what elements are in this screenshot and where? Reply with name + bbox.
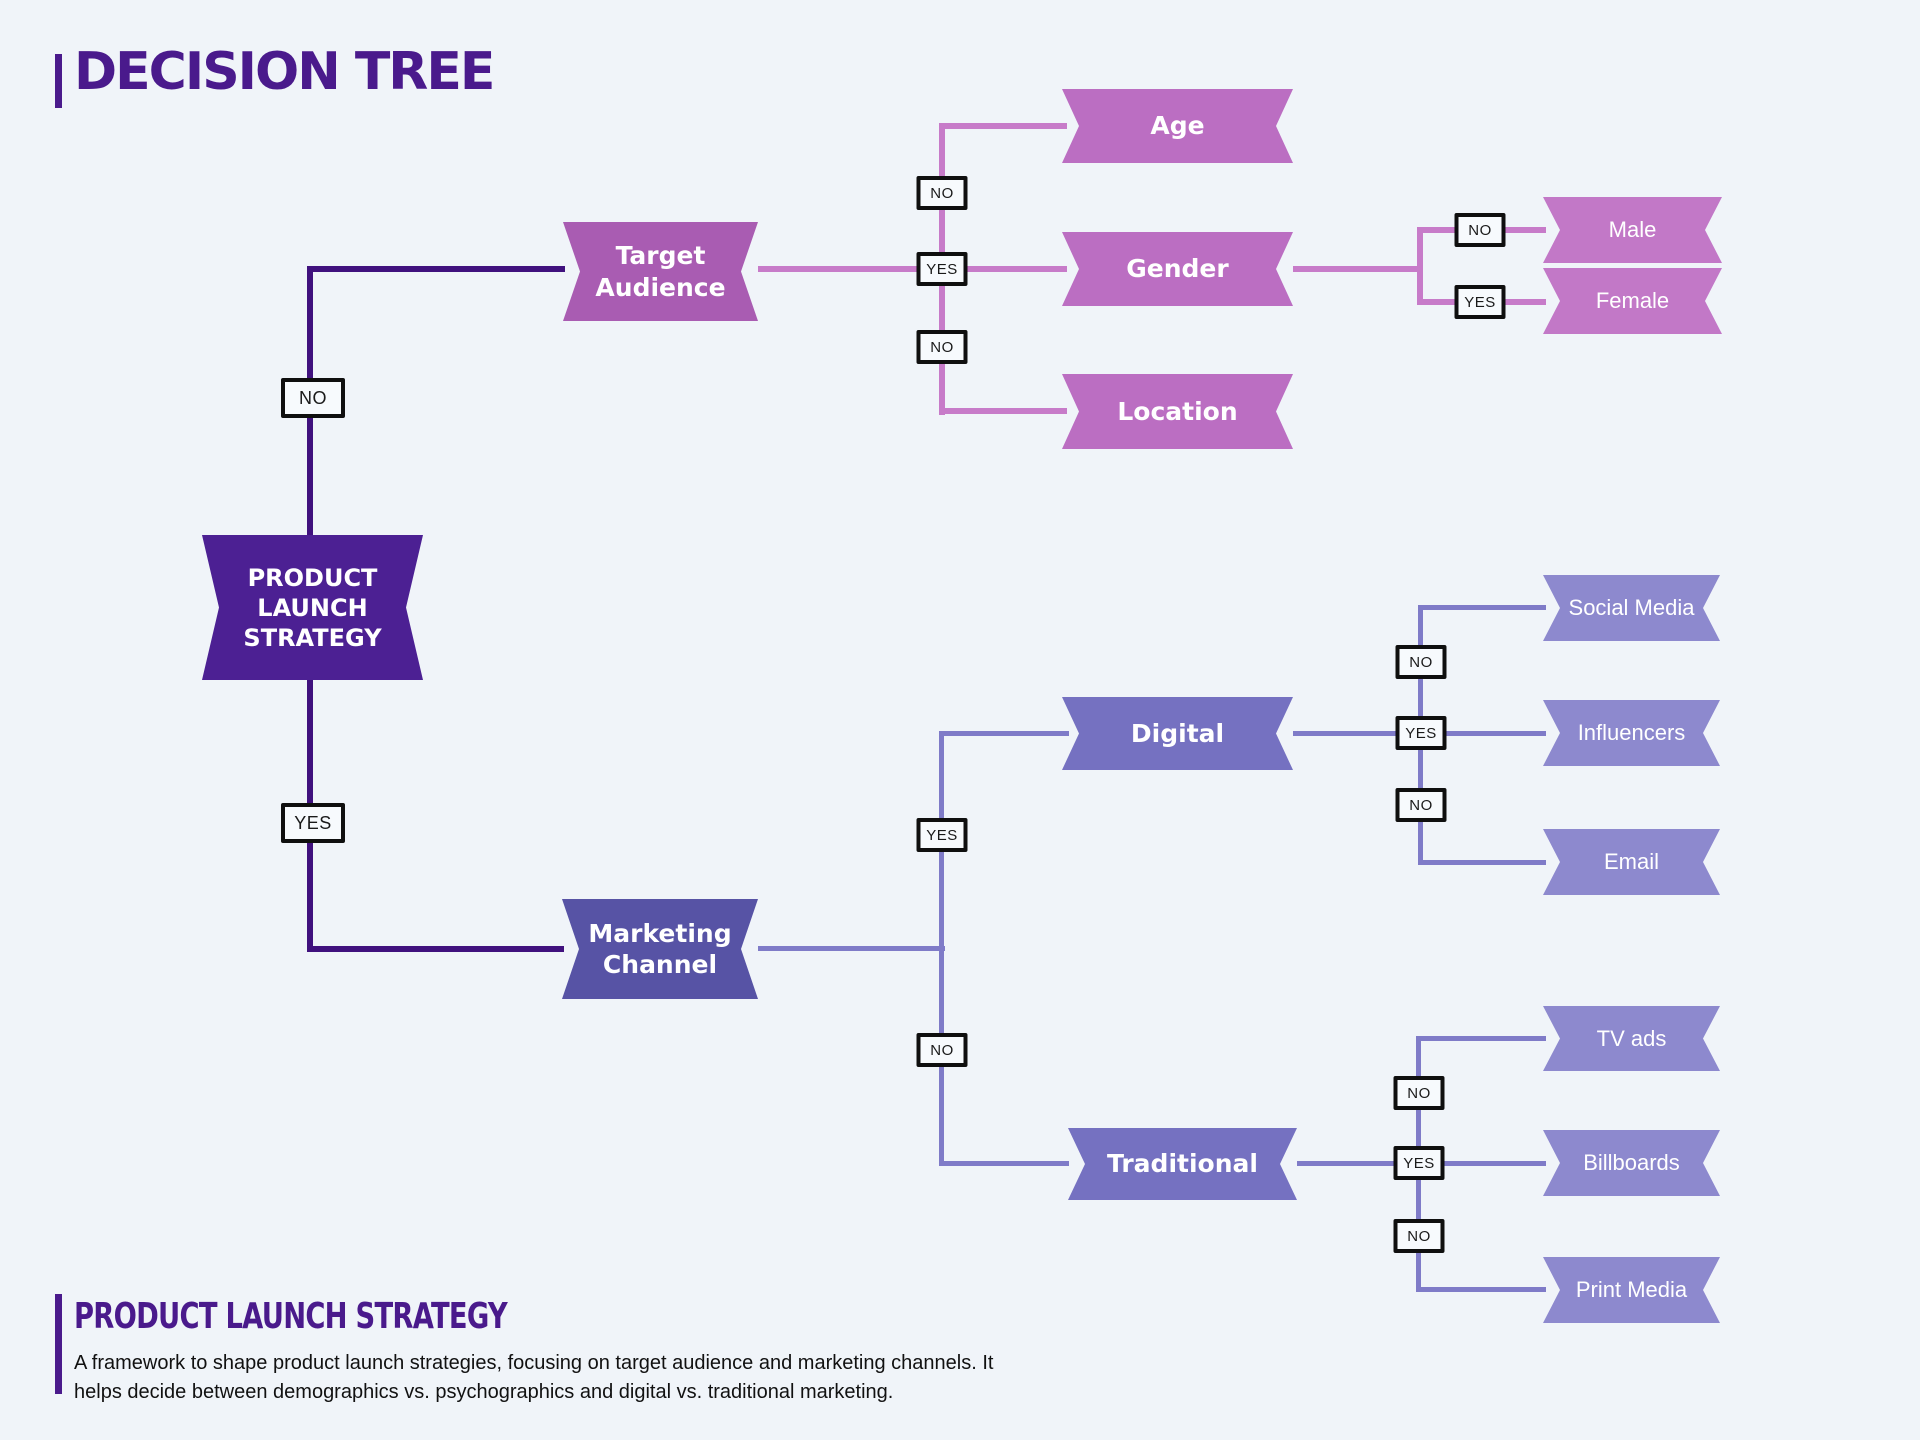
marketing-spine [939,731,944,1166]
edge-label-male-no: NO [1454,213,1506,247]
edge-label-tv-ads-no: NO [1393,1076,1445,1110]
edge-gender-to-spine [1293,266,1423,272]
edge-to-digital [939,731,1069,736]
node-male: Male [1543,197,1722,263]
page-title: DECISION TREE [74,42,495,102]
edge-label-gender-yes: YES [916,252,968,286]
node-digital: Digital [1062,697,1293,770]
node-traditional: Traditional [1068,1128,1297,1200]
edge-to-print-media [1416,1287,1546,1292]
edge-marketing-channel-to-spine [758,946,945,951]
edge-root-to-marketing-channel-horizontal [307,946,564,952]
footer-accent-bar [55,1294,62,1394]
edge-to-social-media [1418,605,1546,610]
node-influencers: Influencers [1543,700,1720,766]
edge-label-digital-yes: YES [916,818,968,852]
edge-label-influencers-yes: YES [1395,716,1447,750]
edge-label-root-yes: YES [281,803,345,843]
node-tv-ads: TV ads [1543,1006,1720,1071]
node-print-media: Print Media [1543,1257,1720,1323]
edge-root-to-target-audience-horizontal [307,266,565,272]
edge-to-tv-ads [1416,1036,1546,1041]
edge-label-traditional-no: NO [916,1033,968,1067]
edge-label-location-no: NO [916,330,968,364]
node-female: Female [1543,268,1722,334]
edge-to-age [939,123,1067,129]
node-location: Location [1062,374,1293,449]
node-product-launch-strategy: PRODUCT LAUNCH STRATEGY [202,535,423,680]
edge-label-social-media-no: NO [1395,645,1447,679]
edge-label-age-no: NO [916,176,968,210]
edge-label-female-yes: YES [1454,285,1506,319]
edge-to-location [939,408,1067,414]
node-email: Email [1543,829,1720,895]
edge-target-audience-to-spine [758,266,945,272]
node-marketing-channel: Marketing Channel [562,899,758,999]
edge-label-email-no: NO [1395,788,1447,822]
edge-digital-to-spine [1293,731,1423,736]
footer-heading: PRODUCT LAUNCH STRATEGY [74,1296,508,1337]
edge-to-billboards [1416,1161,1546,1166]
edge-to-gender [939,266,1067,272]
edge-to-email [1418,860,1546,865]
node-age: Age [1062,89,1293,163]
edge-label-print-media-no: NO [1393,1219,1445,1253]
node-gender: Gender [1062,232,1293,306]
node-social-media: Social Media [1543,575,1720,641]
edge-to-traditional [939,1161,1069,1166]
node-billboards: Billboards [1543,1130,1720,1196]
title-accent-bar [55,54,62,108]
edge-label-billboards-yes: YES [1393,1146,1445,1180]
edge-label-root-no: NO [281,378,345,418]
edge-traditional-to-spine [1297,1161,1423,1166]
edge-to-influencers [1418,731,1546,736]
node-target-audience: Target Audience [563,222,758,321]
footer-description: A framework to shape product launch stra… [74,1352,994,1403]
gender-spine [1417,227,1423,305]
